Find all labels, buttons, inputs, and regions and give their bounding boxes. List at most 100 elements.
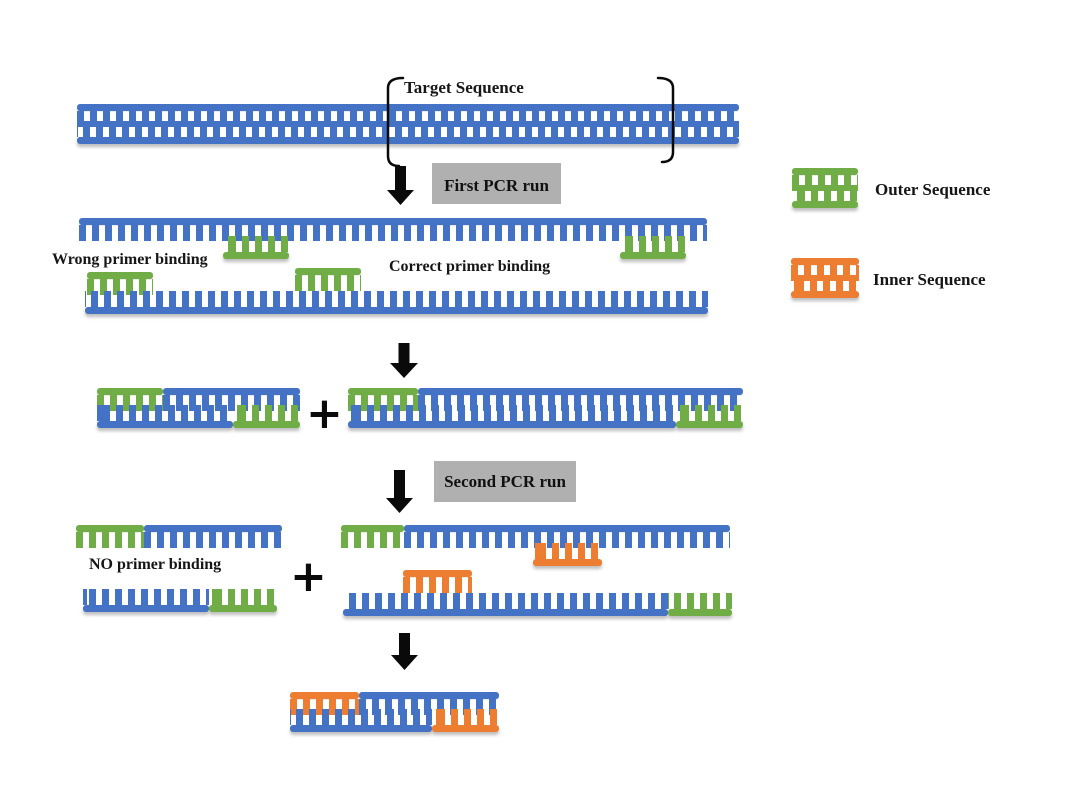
arrow-final-down-arrow-icon (391, 633, 418, 670)
teeth (348, 405, 676, 421)
nobind-bottom-strand (83, 589, 277, 612)
teeth (620, 236, 686, 252)
backbone (87, 272, 153, 279)
teeth (223, 236, 289, 252)
backbone (76, 525, 144, 532)
backbone (77, 104, 739, 111)
plus-sign-first-products: + (306, 388, 343, 439)
backbone (223, 252, 289, 259)
first-product-long-bottom-strand-segment-blue (348, 405, 676, 428)
backbone (432, 725, 499, 732)
teeth (791, 275, 859, 291)
teeth (295, 275, 361, 291)
backbone (97, 421, 233, 428)
outer-primer-floating-middle-segment-green (295, 268, 361, 291)
target-duplex-bottom-strand (77, 121, 739, 144)
teeth (143, 532, 282, 548)
inner-primer-bound (533, 543, 602, 566)
backbone (233, 421, 300, 428)
backbone (162, 388, 300, 395)
backbone (79, 218, 707, 225)
no-primer-binding-label: NO primer binding (89, 556, 222, 573)
backbone (791, 258, 859, 265)
backbone (348, 388, 418, 395)
nobind-top-strand-segment-blue (143, 525, 282, 548)
backbone (792, 168, 858, 175)
teeth (97, 405, 233, 421)
backbone (792, 201, 858, 208)
wrong-primer-binding-label: Wrong primer binding (52, 251, 208, 268)
teeth (79, 225, 707, 241)
legend-inner-swatch-bottom (791, 275, 859, 298)
backbone (620, 252, 686, 259)
outer-primer-correct-bound-right (620, 236, 686, 259)
second-pcr-run-banner: Second PCR run (434, 461, 576, 502)
correct-primer-binding-label: Correct primer binding (389, 258, 551, 275)
second-pcr-run-label: Second PCR run (444, 471, 566, 491)
plus-sign-second-run: + (290, 551, 327, 602)
backbone (341, 525, 405, 532)
first-pcr-run-banner: First PCR run (432, 163, 561, 204)
teeth (341, 532, 405, 548)
backbone (791, 291, 859, 298)
teeth (233, 405, 300, 421)
outer-primer-wrong-bound (223, 236, 289, 259)
backbone (83, 605, 210, 612)
inner-primer-bound-segment-orange (533, 543, 602, 566)
outer-primer-floating-middle (295, 268, 361, 291)
inner-primer-floating (403, 570, 472, 593)
legend-inner-swatch-bottom-segment-orange (791, 275, 859, 298)
teeth (404, 532, 730, 548)
backbone (348, 421, 676, 428)
legend-outer-swatch-bottom-segment-green (792, 185, 858, 208)
arrow-first-pcr-down-arrow-icon (387, 166, 414, 205)
second-run-top-strand-segment-blue (404, 525, 730, 548)
legend-inner-sequence-label: Inner Sequence (873, 270, 986, 289)
inner-primer-floating-segment-orange (403, 570, 472, 593)
nobind-top-strand (76, 525, 282, 548)
denatured-bottom-strand (85, 291, 708, 314)
teeth (675, 405, 743, 421)
first-product-short-bottom-strand-segment-green (233, 405, 300, 428)
denatured-top-strand-segment-blue (79, 218, 707, 241)
outer-primer-wrong-bound-segment-green (223, 236, 289, 259)
second-run-top-strand-segment-green (341, 525, 405, 548)
first-pcr-run-label: First PCR run (444, 175, 549, 195)
backbone (290, 725, 433, 732)
backbone (85, 307, 708, 314)
legend-outer-swatch-bottom (792, 185, 858, 208)
teeth (667, 593, 732, 609)
target-duplex-bottom-strand-segment-blue (77, 121, 739, 144)
arrow-products-down-arrow-icon (390, 343, 418, 378)
arrow-second-pcr-down-arrow-icon (386, 470, 413, 513)
backbone (417, 388, 743, 395)
backbone (675, 421, 743, 428)
target-bracket-right-bracket (656, 76, 675, 164)
nobind-bottom-strand-segment-blue (83, 589, 210, 612)
outer-primer-correct-bound-right-segment-green (620, 236, 686, 259)
nobind-bottom-strand-segment-green (209, 589, 277, 612)
nobind-top-strand-segment-green (76, 525, 144, 548)
backbone (143, 525, 282, 532)
backbone (209, 605, 277, 612)
target-bracket-left-bracket (386, 76, 405, 168)
first-product-long-bottom-strand (348, 405, 743, 428)
teeth (209, 589, 277, 605)
backbone (667, 609, 732, 616)
teeth (77, 121, 739, 137)
backbone (403, 570, 472, 577)
backbone (97, 388, 163, 395)
backbone (533, 559, 602, 566)
first-product-long-bottom-strand-segment-green (675, 405, 743, 428)
legend-outer-sequence-label: Outer Sequence (875, 180, 991, 199)
teeth (533, 543, 602, 559)
target-sequence-label: Target Sequence (404, 78, 524, 97)
first-product-short-bottom-strand-segment-blue (97, 405, 233, 428)
backbone (290, 692, 359, 699)
denatured-bottom-strand-segment-blue (85, 291, 708, 314)
second-run-bottom-strand (343, 593, 732, 616)
final-product-bottom-strand-segment-blue (290, 709, 433, 732)
backbone (358, 692, 499, 699)
teeth (792, 185, 858, 201)
denatured-top-strand (79, 218, 707, 241)
